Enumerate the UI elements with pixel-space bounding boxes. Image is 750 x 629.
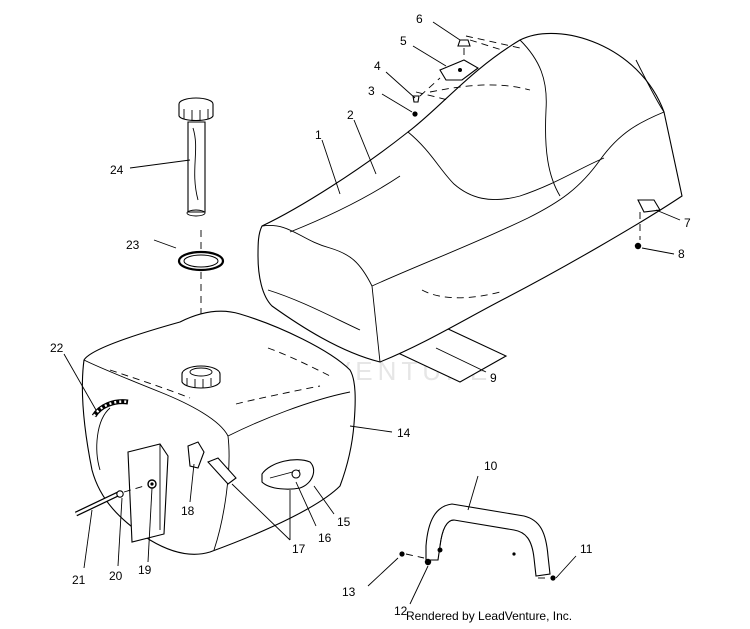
callout-7: 7 (684, 216, 691, 230)
fuel-line-21 (74, 485, 145, 517)
seat-hardware (412, 39, 503, 117)
bracket-7 (637, 199, 661, 240)
callout-21: 21 (72, 573, 86, 587)
callout-3: 3 (368, 84, 375, 98)
callout-23: 23 (126, 238, 140, 252)
callout-8: 8 (678, 247, 685, 261)
callout-1: 1 (315, 128, 322, 142)
callout-10: 10 (484, 459, 498, 473)
callout-14: 14 (397, 426, 411, 440)
callout-11: 11 (580, 542, 593, 556)
screw-8 (634, 242, 642, 250)
callout-12: 12 (394, 604, 408, 618)
seat (257, 32, 683, 383)
filler-cap-gauge (178, 97, 214, 217)
callout-22: 22 (50, 341, 64, 355)
callout-5: 5 (400, 34, 407, 48)
callout-labels: 1 2 3 4 5 6 7 8 9 10 11 12 13 14 15 16 1… (50, 12, 691, 618)
callout-17: 17 (292, 542, 306, 556)
callout-16: 16 (318, 531, 332, 545)
callout-6: 6 (416, 12, 423, 26)
grab-handle (399, 503, 556, 581)
leader-lines (63, 21, 681, 605)
callout-9: 9 (490, 371, 497, 385)
callout-15: 15 (337, 515, 351, 529)
callout-24: 24 (110, 163, 124, 177)
fuel-tank (81, 310, 356, 555)
callout-19: 19 (138, 563, 152, 577)
callout-2: 2 (347, 108, 354, 122)
callout-13: 13 (342, 585, 356, 599)
callout-18: 18 (181, 504, 195, 518)
callout-20: 20 (109, 569, 123, 583)
callout-4: 4 (374, 59, 381, 73)
render-credit: Rendered by LeadVenture, Inc. (406, 609, 572, 623)
